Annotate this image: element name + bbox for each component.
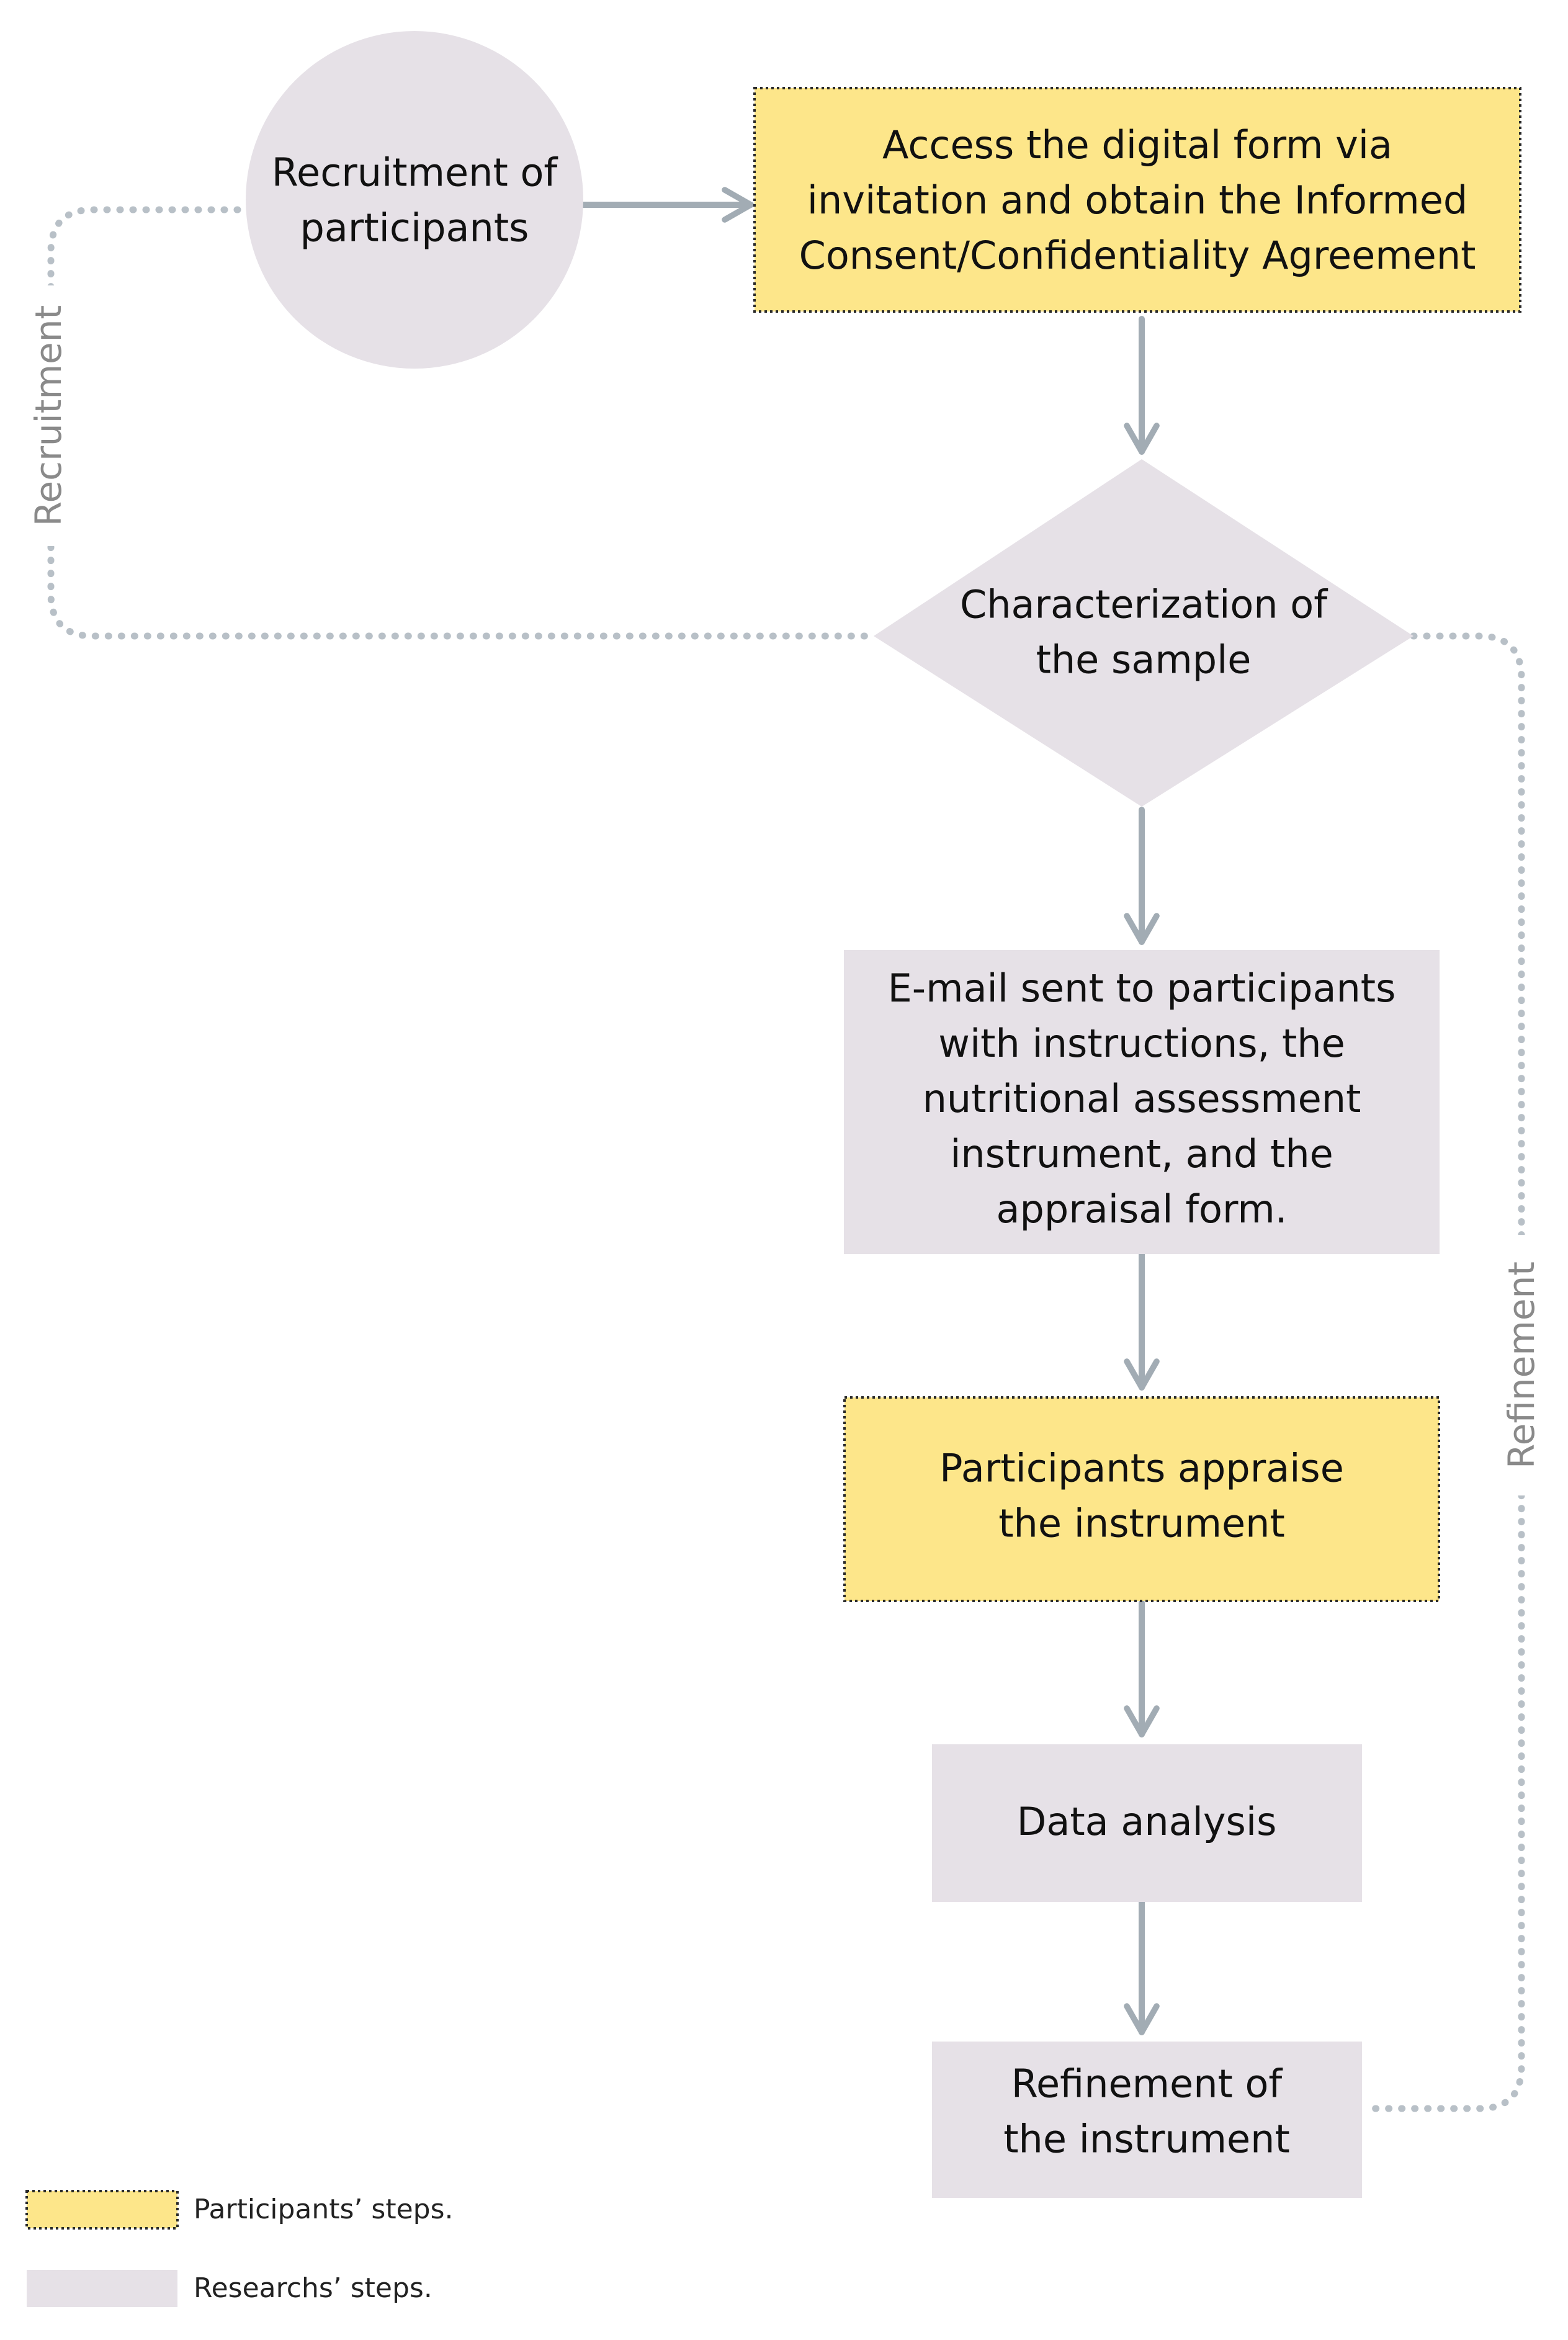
node-label-line: instrument, and the bbox=[950, 1131, 1333, 1177]
access-form-box bbox=[753, 87, 1521, 313]
recruitment-circle bbox=[246, 31, 583, 369]
node-label-line: the instrument bbox=[1003, 2117, 1290, 2162]
analysis-label: Data analysis bbox=[1017, 1799, 1277, 1844]
recruitment-loop-label: Recruitment bbox=[27, 285, 74, 546]
legend-researchers-label: Researchs’ steps. bbox=[194, 2272, 432, 2304]
appraise-label: Participants appraise the instrument bbox=[939, 1446, 1344, 1546]
legend-participants-swatch bbox=[25, 2190, 179, 2230]
node-label-line: Characterization of bbox=[960, 582, 1328, 627]
node-label-line: appraisal form. bbox=[997, 1186, 1288, 1232]
svg-text:Recruitment: Recruitment bbox=[27, 305, 69, 526]
legend: Participants’ steps. Researchs’ steps. bbox=[25, 2190, 454, 2307]
refinement-loop-label: Refinement bbox=[1499, 1235, 1544, 1495]
characterization-diamond bbox=[874, 459, 1413, 807]
node-label-line: Participants appraise bbox=[939, 1446, 1344, 1491]
recruitment-label: Recruitment of participants bbox=[272, 150, 559, 251]
node-label-line: with instructions, the bbox=[938, 1021, 1345, 1066]
node-label-line: Refinement of bbox=[1011, 2061, 1284, 2107]
node-label-line: Recruitment of bbox=[272, 150, 559, 195]
characterization-label: Characterization of the sample bbox=[960, 582, 1328, 683]
email-label: E-mail sent to participants with instruct… bbox=[888, 966, 1396, 1232]
node-label-line: Data analysis bbox=[1017, 1799, 1277, 1844]
refinement-label: Refinement of the instrument bbox=[1003, 2061, 1290, 2162]
svg-text:Refinement: Refinement bbox=[1500, 1262, 1543, 1469]
node-label-line: Access the digital form via bbox=[882, 122, 1392, 168]
node-label-line: the instrument bbox=[998, 1501, 1285, 1546]
appraise-box bbox=[843, 1396, 1440, 1602]
node-label-line: invitation and obtain the Informed bbox=[807, 177, 1467, 223]
legend-researchers-swatch bbox=[27, 2270, 177, 2307]
refinement-loop-line bbox=[1363, 632, 1525, 2112]
node-label-line: Consent/Confidentiality Agreement bbox=[799, 233, 1476, 278]
node-label-line: the sample bbox=[1036, 637, 1252, 683]
node-label-line: nutritional assessment bbox=[923, 1076, 1361, 1121]
analysis-box bbox=[932, 1744, 1362, 1902]
refinement-box bbox=[932, 2042, 1362, 2198]
node-label-line: E-mail sent to participants bbox=[888, 966, 1396, 1011]
node-label-line: participants bbox=[300, 205, 529, 251]
legend-participants-label: Participants’ steps. bbox=[194, 2194, 454, 2225]
access-form-label: Access the digital form via invitation an… bbox=[799, 122, 1476, 278]
email-box bbox=[844, 950, 1440, 1254]
